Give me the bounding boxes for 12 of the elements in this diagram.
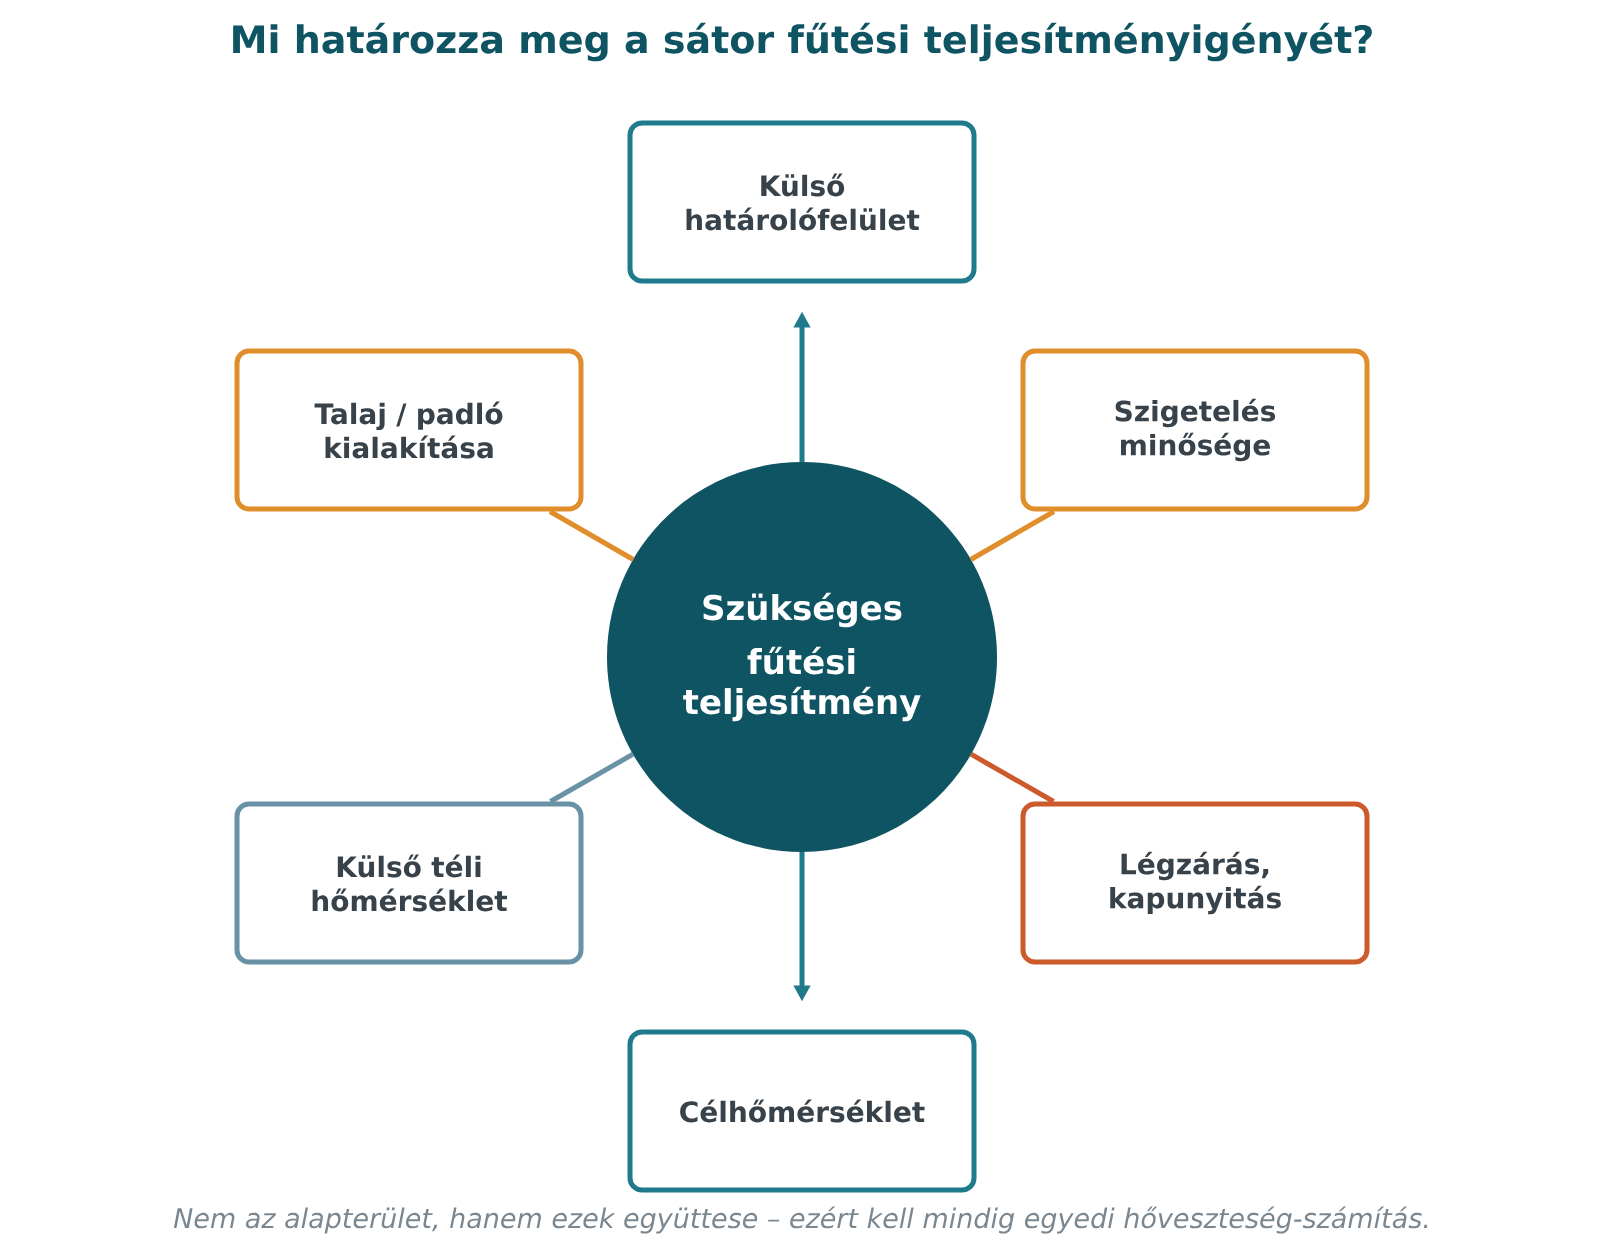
caption: Nem az alapterület, hanem ezek együttese – ezért kell mindig egyedi hőveszteség-számítás.: [173, 1206, 1428, 1234]
factor-box: Szigetelés minősége: [1020, 348, 1370, 512]
factor-box: Talaj / padló kialakítása: [234, 348, 584, 512]
factor-box: Külső határolófelület: [627, 120, 977, 284]
title: Mi határozza meg a sátor fűtési teljesítményigényét?: [233, 22, 1372, 62]
connector-line: [969, 752, 1055, 804]
factor-box: Külső téli hőmérséklet: [234, 801, 584, 965]
connector-line: [548, 509, 635, 562]
connector-line: [969, 509, 1056, 562]
factor-box: Légzárás, kapunyitás: [1020, 801, 1370, 965]
connector-line: [549, 752, 635, 804]
factor-box: Célhőmérséklet: [627, 1029, 977, 1193]
